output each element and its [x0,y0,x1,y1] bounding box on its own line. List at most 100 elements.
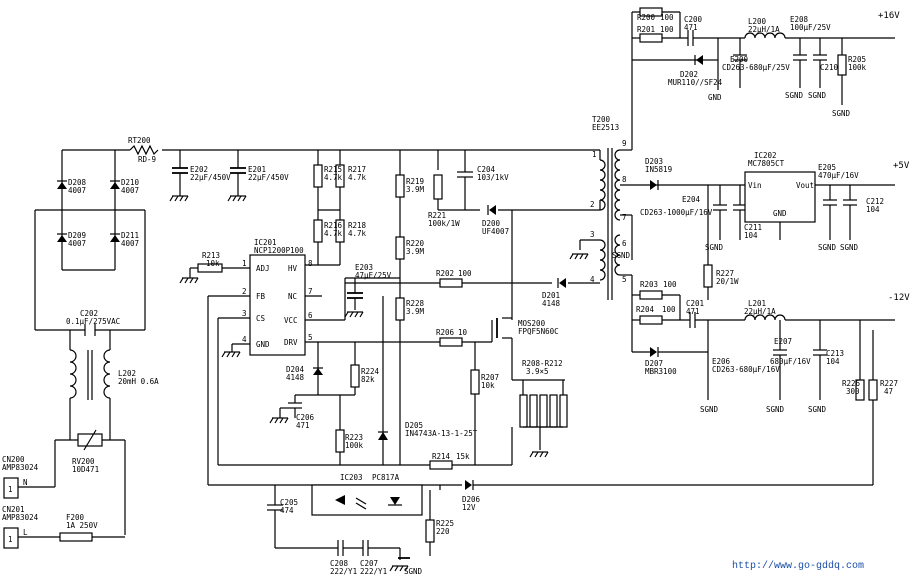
r202-label: R202 [436,269,454,278]
pin-num-7: 7 [308,287,313,296]
r214-value: 15k [456,452,470,461]
c211-value: 104 [744,231,758,240]
c201-value: 471 [686,307,700,316]
r220-value: 3.9M [406,247,425,256]
pin-l: L [23,528,28,537]
d208-value: 4007 [68,186,86,195]
l202-value: 20mH 0.6A [118,377,159,386]
pin-num-4: 4 [242,335,247,344]
ic203-label: IC203 [340,473,363,482]
l200-label: L200 [748,17,767,26]
pin-drv: DRV [284,338,298,347]
gnd-16v: GND [708,93,722,102]
r206-value: 10 [458,328,468,337]
pin-num-8: 8 [308,259,313,268]
r221-value: 100k/1W [428,219,460,228]
r204-label: R204 [636,305,655,314]
hv-resistors [305,150,600,465]
r220-label: R220 [406,239,425,248]
sgnd-5v-c: SGND [840,243,859,252]
e204-label: E204 [682,195,701,204]
r202-value: 100 [458,269,472,278]
d202-label: D202 [680,70,698,79]
r200-label: R200 [637,13,656,22]
r214-label: R214 [432,452,451,461]
r227a-label: R227 [716,269,734,278]
l201-value: 22μH/1A [744,307,776,316]
r223-value: 100k [345,441,364,450]
c211-label: C211 [744,223,762,232]
c200-label: C200 [684,15,703,24]
e201-label: E201 [248,165,266,174]
r224-value: 82k [361,375,375,384]
pin-num-5: 5 [308,333,313,342]
feedback-section [208,420,874,572]
sgnd-bottom: SGND [404,567,423,576]
ic202-label: IC202 [754,151,777,160]
r228-value: 3.9M [406,307,425,316]
r207-label: R207 [481,373,499,382]
d203-label: D203 [645,157,663,166]
r218-value: 4.7k [348,229,367,238]
r227a-value: 20/1W [716,277,739,286]
e200-value: CD263-680μF/25V [722,63,790,72]
e201-value: 22μF/450V [248,173,289,182]
rv200-value: 10D471 [72,465,99,474]
vin-label: Vin [748,181,762,190]
r216-value: 4.7k [324,229,343,238]
d204-value: 4148 [286,373,305,382]
sgnd-12v-b: SGND [766,405,785,414]
r221-label: R221 [428,211,446,220]
r226-value: 300 [846,387,860,396]
t-pin-9: 9 [622,139,627,148]
c205-value: 474 [280,506,294,515]
r225-value: 220 [436,527,450,536]
d210-value: 4007 [121,186,139,195]
r227b-value: 47 [884,387,893,396]
r206-label: R206 [436,328,455,337]
sgnd-5v-a: SGND [705,243,724,252]
l201-label: L201 [748,299,766,308]
c212-label: C212 [866,197,884,206]
d207-label: D207 [645,359,663,368]
e200-label: E200 [730,55,749,64]
d202-value: MUR110//SF24 [668,78,723,87]
pin-cs: CS [256,314,266,323]
r213-label: R213 [202,251,220,260]
ic201-label: IC201 [254,238,277,247]
r200-value: 100 [660,13,674,22]
sgnd-16v-b: SGND [808,91,827,100]
r213-value: 10k [206,259,220,268]
source-url: http://www.go-gddq.com [732,560,864,572]
pin-num-1: 1 [242,259,247,268]
e208-label: E208 [790,15,809,24]
d209-label: D209 [68,231,86,240]
l200-value: 22μH/1A [748,25,780,34]
d207-value: MBR3100 [645,367,677,376]
e202-label: E202 [190,165,208,174]
e208-value: 100μF/25V [790,23,831,32]
d210-label: D210 [121,178,140,187]
sgnd-16v-a: SGND [785,91,804,100]
out-m12v [632,290,895,420]
pin-n: N [23,478,28,487]
d200-label: D200 [482,219,501,228]
e207-label: E207 [774,337,792,346]
e206-value: CD263-680μF/16V [712,365,780,374]
d211-value: 4007 [121,239,139,248]
r203-value: 100 [663,280,677,289]
r207-value: 10k [481,381,495,390]
r228-label: R228 [406,299,425,308]
sgnd-16v-c: SGND [832,109,851,118]
pin-adj: ADJ [256,264,270,273]
cn201-value: AMP83024 [2,513,39,522]
bulk-caps [169,150,247,202]
out-16v [631,7,895,105]
r203-label: R203 [640,280,658,289]
pin-num-2: 2 [242,287,247,296]
c200-value: 471 [684,23,698,32]
r223-label: R223 [345,433,363,442]
ic-gnd-label: GND [773,209,787,218]
d204-label: D204 [286,365,305,374]
